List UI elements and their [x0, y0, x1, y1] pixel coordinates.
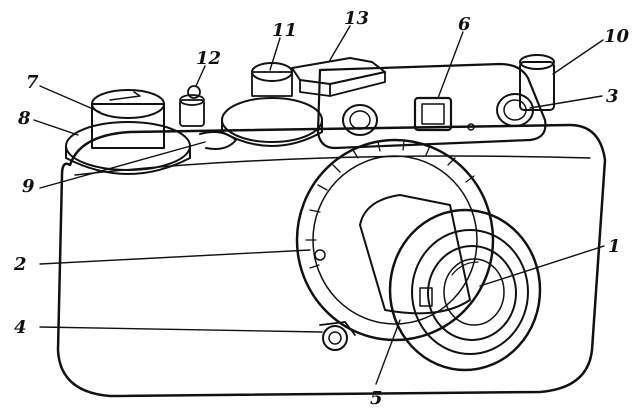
callout-1: 1: [608, 236, 621, 257]
accessory-shoe: [291, 57, 386, 97]
callout-11: 11: [272, 20, 297, 41]
callout-leader-lines: [33, 25, 605, 385]
lens-barrel: [359, 194, 471, 315]
callout-3: 3: [606, 86, 619, 107]
callout-5: 5: [370, 388, 383, 409]
callout-2: 2: [13, 254, 27, 275]
viewfinder-window: [413, 96, 475, 132]
callout-7: 7: [26, 72, 39, 93]
shutter-release-button: [179, 85, 205, 127]
callout-6: 6: [458, 14, 471, 35]
focusing-ring: [388, 208, 542, 372]
rangefinder-window-left: [342, 104, 378, 136]
lens-mount-ring: [295, 138, 495, 342]
callout-10: 10: [604, 26, 630, 47]
rewind-knob: [519, 54, 555, 111]
callout-12: 12: [196, 48, 221, 69]
shutter-speed-dial: [221, 62, 323, 147]
callout-13: 13: [344, 8, 369, 29]
rangefinder-housing: [316, 62, 547, 150]
lens-front-element: [419, 245, 517, 341]
switch-lever: [199, 131, 237, 150]
callout-4: 4: [14, 317, 27, 338]
callout-9: 9: [22, 176, 35, 197]
camera-body: [56, 123, 607, 398]
callout-8: 8: [17, 108, 31, 129]
lens-lock-button: [319, 321, 356, 351]
